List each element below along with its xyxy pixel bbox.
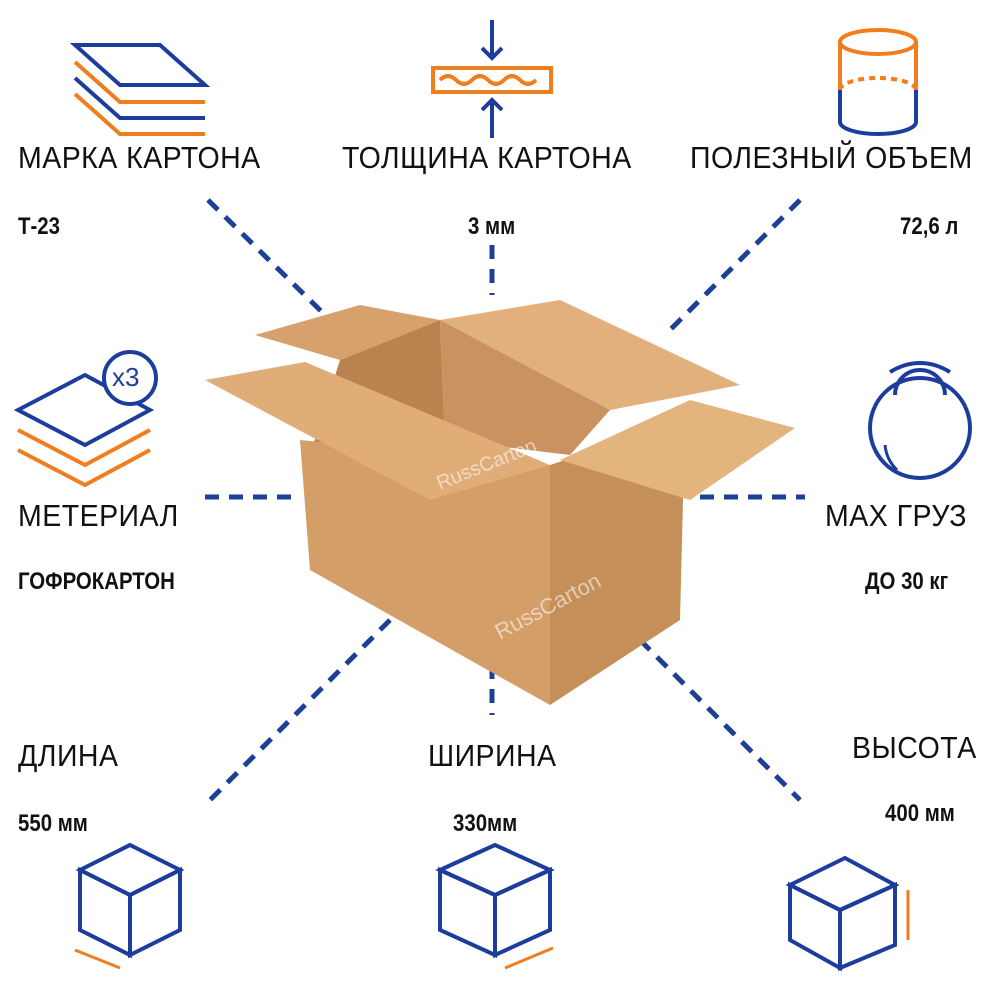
material-label: МЕТЕРИАЛ	[18, 498, 179, 533]
length-value: 550 мм	[18, 810, 88, 837]
layers-x3-icon	[13, 350, 158, 488]
cube-width-icon	[435, 842, 555, 970]
thickness-arrows-icon	[431, 20, 553, 138]
height-value: 400 мм	[885, 800, 955, 827]
length-label: ДЛИНА	[18, 738, 119, 773]
thickness-value: 3 мм	[468, 213, 516, 240]
thickness-label: ТОЛЩИНА КАРТОНА	[342, 140, 632, 175]
volume-label: ПОЛЕЗНЫЙ ОБЪЕМ	[690, 140, 973, 175]
height-label: ВЫСОТА	[852, 730, 977, 765]
width-label: ШИРИНА	[428, 738, 557, 773]
cardboard-box	[205, 300, 795, 705]
width-value: 330мм	[453, 810, 518, 837]
cube-height-icon	[785, 855, 910, 972]
connector-lines	[203, 198, 805, 807]
max-load-value: ДО 30 кг	[865, 568, 949, 595]
grade-value: Т-23	[18, 213, 60, 240]
volume-value: 72,6 л	[900, 213, 959, 240]
layered-cardboard-icon	[69, 43, 211, 136]
layers-count-badge: x3	[112, 362, 140, 392]
max-load-label: MAX ГРУЗ	[825, 498, 967, 533]
cylinder-volume-icon	[838, 28, 918, 136]
kettlebell-icon	[868, 361, 972, 480]
cube-length-icon	[74, 842, 185, 970]
material-value: ГОФРОКАРТОН	[18, 568, 175, 595]
grade-label: МАРКА КАРТОНА	[18, 140, 261, 175]
